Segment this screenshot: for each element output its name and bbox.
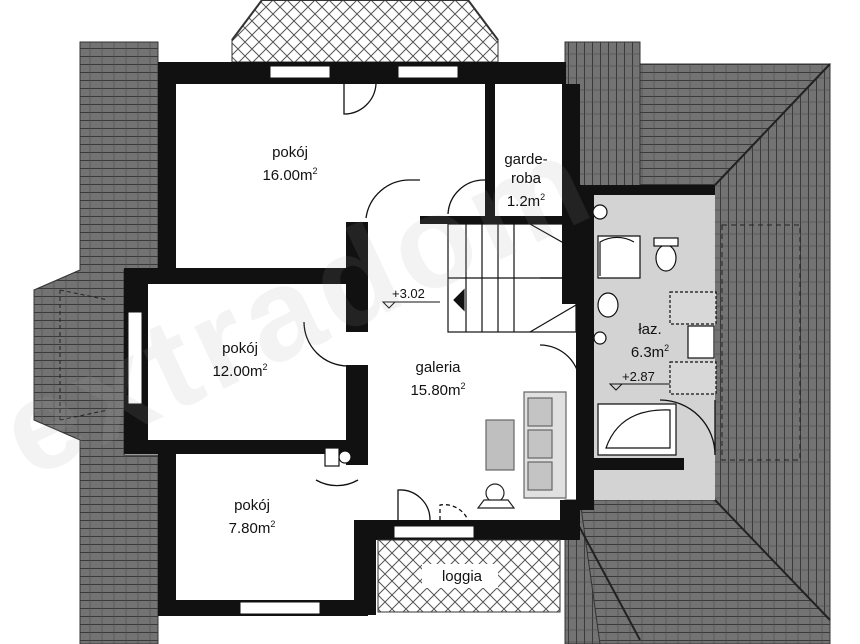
staircase xyxy=(447,223,577,333)
room-label-pokoj-west: pokój 12.00m2 xyxy=(212,340,268,380)
room-label-galeria: galeria 15.80m2 xyxy=(410,359,466,399)
room-label-garderoba: garde- roba 1.2m2 xyxy=(504,151,548,210)
doors xyxy=(303,83,716,521)
windows xyxy=(127,65,475,615)
level-markers xyxy=(381,301,670,391)
bathroom-fixtures xyxy=(324,204,717,467)
room-label-pokoj-north: pokój 16.00m2 xyxy=(262,144,318,184)
galeria-furniture xyxy=(476,391,567,509)
level-bathroom: +2.87 xyxy=(622,369,655,384)
room-label-lazienka: łaz. 6.3m2 xyxy=(630,321,670,361)
level-stairs: +3.02 xyxy=(392,286,425,301)
loggia-area xyxy=(377,539,561,613)
room-label-pokoj-south: pokój 7.80m2 xyxy=(228,497,276,537)
room-label-loggia: loggia xyxy=(441,568,483,585)
roof-north-dormer xyxy=(231,0,499,63)
